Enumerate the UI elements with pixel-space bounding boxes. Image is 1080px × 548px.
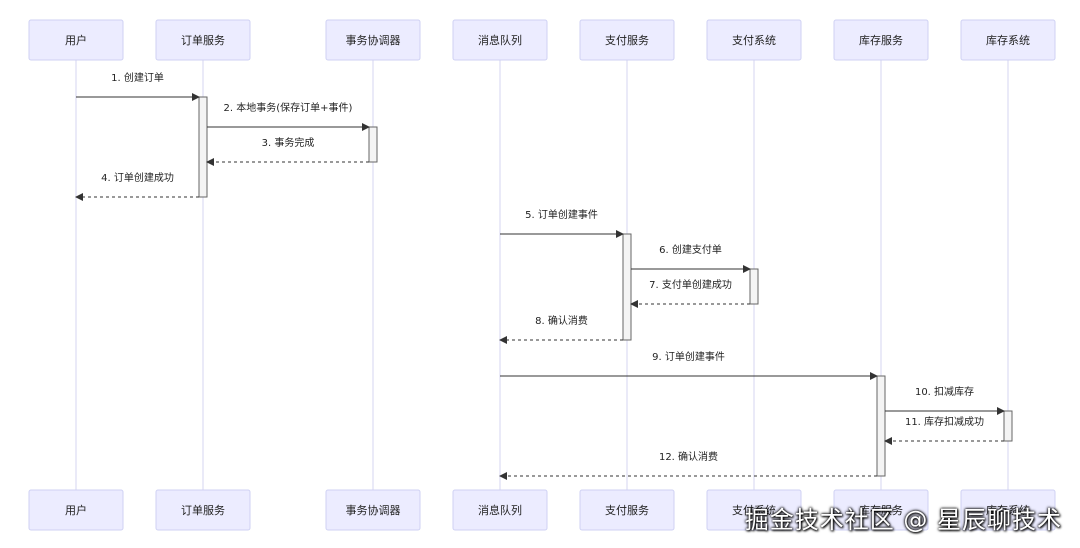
- message-9: 9. 订单创建事件: [500, 350, 878, 380]
- participant-label: 事务协调器: [346, 33, 401, 47]
- activation-bar: [876, 375, 886, 477]
- participant-top-mq: 消息队列: [452, 19, 548, 61]
- participant-box: [706, 19, 802, 61]
- message-4: 4. 订单创建成功: [75, 171, 199, 201]
- message-label: 1. 创建订单: [111, 71, 164, 84]
- participant-bottom-mq: 消息队列: [452, 489, 548, 531]
- participant-box: [579, 489, 675, 531]
- message-label: 10. 扣减库存: [915, 385, 974, 398]
- message-label: 6. 创建支付单: [659, 243, 722, 256]
- message-label: 8. 确认消费: [535, 314, 588, 327]
- participant-label: 支付服务: [605, 34, 649, 47]
- message-2: 2. 本地事务(保存订单+事件): [207, 101, 370, 131]
- participant-label: 用户: [65, 503, 87, 517]
- participant-label: 库存系统: [986, 503, 1030, 517]
- participant-box: [960, 489, 1056, 531]
- message-6: 6. 创建支付单: [631, 243, 751, 273]
- activation-bars: [198, 96, 1013, 477]
- participant-label: 支付系统: [732, 34, 776, 47]
- activation-bar: [198, 96, 208, 198]
- participant-box: [155, 19, 251, 61]
- participant-box: [833, 489, 929, 531]
- watermark-text: 掘金技术社区 @ 星辰聊技术: [744, 506, 1062, 534]
- participant-bottom-order: 订单服务: [155, 489, 251, 531]
- participants-bottom: 用户 订单服务 事务协调器 消息队列 支付服务 支付系统 库存服务 库存系统: [28, 489, 1056, 531]
- message-11: 11. 库存扣减成功: [884, 415, 1004, 445]
- activation-bar: [749, 268, 759, 305]
- message-7: 7. 支付单创建成功: [630, 278, 750, 308]
- participant-bottom-paysys: 支付系统: [706, 489, 802, 531]
- message-label: 3. 事务完成: [262, 136, 315, 149]
- message-label: 4. 订单创建成功: [101, 171, 174, 184]
- activation-bar: [368, 126, 378, 163]
- participant-top-tx: 事务协调器: [325, 19, 421, 61]
- participant-box: [833, 19, 929, 61]
- participant-label: 消息队列: [478, 503, 522, 517]
- participant-bottom-user: 用户: [28, 489, 124, 531]
- participant-bottom-paysvc: 支付服务: [579, 489, 675, 531]
- participant-label: 库存系统: [986, 33, 1030, 47]
- participant-box: [155, 489, 251, 531]
- message-label: 11. 库存扣减成功: [905, 415, 984, 428]
- participant-label: 库存服务: [859, 33, 903, 47]
- message-label: 5. 订单创建事件: [525, 208, 598, 221]
- message-3: 3. 事务完成: [206, 136, 369, 166]
- participant-box: [452, 489, 548, 531]
- participants-top: 用户 订单服务 事务协调器 消息队列 支付服务 支付系统 库存服务 库存系统: [28, 19, 1056, 61]
- participant-box: [28, 489, 124, 531]
- message-label: 12. 确认消费: [659, 450, 718, 463]
- participant-label: 用户: [65, 33, 87, 47]
- message-12: 12. 确认消费: [499, 450, 877, 480]
- activation-bar: [1003, 410, 1013, 442]
- participant-box: [579, 19, 675, 61]
- participant-top-user: 用户: [28, 19, 124, 61]
- participant-box: [452, 19, 548, 61]
- participant-top-invsvc: 库存服务: [833, 19, 929, 61]
- participant-top-order: 订单服务: [155, 19, 251, 61]
- participant-box: [28, 19, 124, 61]
- message-label: 7. 支付单创建成功: [649, 278, 732, 291]
- participant-box: [706, 489, 802, 531]
- activation-bar: [622, 233, 632, 341]
- participant-label: 订单服务: [181, 34, 225, 47]
- participant-label: 事务协调器: [346, 503, 401, 517]
- participant-top-paysvc: 支付服务: [579, 19, 675, 61]
- message-label: 9. 订单创建事件: [652, 350, 725, 363]
- participant-top-paysys: 支付系统: [706, 19, 802, 61]
- message-10: 10. 扣减库存: [885, 385, 1005, 415]
- message-label: 2. 本地事务(保存订单+事件): [224, 101, 353, 114]
- participant-bottom-tx: 事务协调器: [325, 489, 421, 531]
- messages: 1. 创建订单 2. 本地事务(保存订单+事件) 3. 事务完成 4. 订单创建成功 5…: [75, 71, 1005, 480]
- lifelines: [75, 60, 1009, 490]
- participant-box: [325, 19, 421, 61]
- participant-top-invsys: 库存系统: [960, 19, 1056, 61]
- message-8: 8. 确认消费: [499, 314, 623, 344]
- participant-box: [325, 489, 421, 531]
- participant-label: 消息队列: [478, 33, 522, 47]
- message-5: 5. 订单创建事件: [500, 208, 624, 238]
- participant-label: 库存服务: [859, 503, 903, 517]
- participant-label: 订单服务: [181, 504, 225, 517]
- participant-label: 支付系统: [732, 504, 776, 517]
- participant-label: 支付服务: [605, 504, 649, 517]
- participant-bottom-invsys: 库存系统: [960, 489, 1056, 531]
- message-1: 1. 创建订单: [76, 71, 200, 101]
- participant-box: [960, 19, 1056, 61]
- participant-bottom-invsvc: 库存服务: [833, 489, 929, 531]
